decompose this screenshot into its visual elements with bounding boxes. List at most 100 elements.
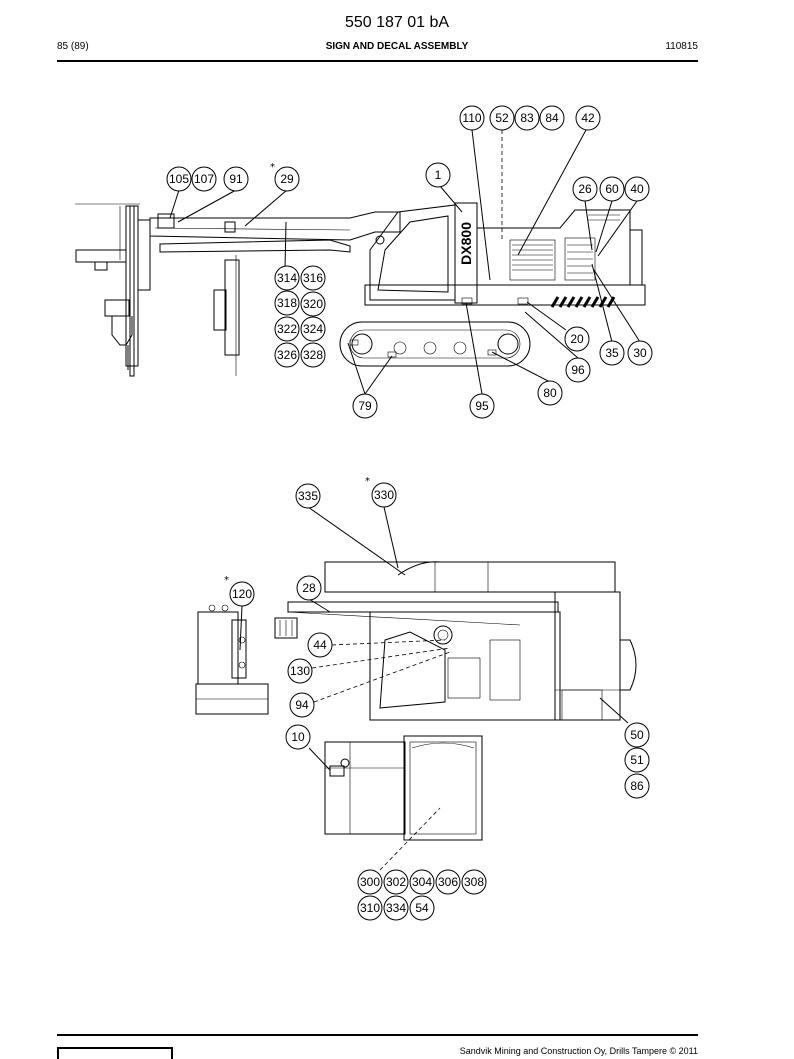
svg-text:328: 328 xyxy=(303,348,323,362)
svg-text:42: 42 xyxy=(581,111,595,125)
callout: 83 xyxy=(514,105,540,131)
rig-plan-view xyxy=(195,561,637,841)
callouts-top: 110 52 83 84 42 1 105 107 91 29 26 60 40… xyxy=(166,105,653,419)
callout: 330 xyxy=(371,482,397,508)
callout: 310 xyxy=(357,895,383,921)
svg-text:84: 84 xyxy=(545,111,559,125)
svg-text:80: 80 xyxy=(543,386,557,400)
callout: 91 xyxy=(223,166,249,192)
svg-text:334: 334 xyxy=(386,901,406,915)
callout: 50 xyxy=(624,722,650,748)
callout: 334 xyxy=(383,895,409,921)
callout: 94 xyxy=(289,692,315,718)
svg-text:326: 326 xyxy=(277,348,297,362)
svg-text:52: 52 xyxy=(495,111,509,125)
svg-text:83: 83 xyxy=(520,111,534,125)
svg-text:310: 310 xyxy=(360,901,380,915)
svg-text:51: 51 xyxy=(630,753,644,767)
footer-copyright: Sandvik Mining and Construction Oy, Dril… xyxy=(459,1046,698,1056)
svg-text:30: 30 xyxy=(633,346,647,360)
callout: 1 xyxy=(425,162,451,188)
callout: 308 xyxy=(461,869,487,895)
callout: 96 xyxy=(565,357,591,383)
callout: 29 xyxy=(274,166,300,192)
svg-text:105: 105 xyxy=(169,172,189,186)
callout: 326 xyxy=(274,342,300,368)
callout: 42 xyxy=(575,105,601,131)
callout: 300 xyxy=(357,869,383,895)
callout: 44 xyxy=(307,632,333,658)
svg-text:316: 316 xyxy=(303,271,323,285)
callout: 84 xyxy=(539,105,565,131)
page-number: 85 (89) xyxy=(57,41,89,52)
callout: 105 xyxy=(166,166,192,192)
svg-text:107: 107 xyxy=(194,172,214,186)
callout: 316 xyxy=(300,265,326,291)
star-marker: * xyxy=(365,476,370,487)
svg-text:54: 54 xyxy=(415,901,429,915)
callout: 328 xyxy=(300,342,326,368)
callout: 20 xyxy=(564,326,590,352)
callout: 130 xyxy=(287,658,313,684)
cab-model-label: DX800 xyxy=(458,222,474,265)
callout: 120 xyxy=(229,581,255,607)
callout: 35 xyxy=(599,340,625,366)
svg-text:86: 86 xyxy=(630,779,644,793)
callout: 52 xyxy=(489,105,515,131)
star-marker: * xyxy=(224,575,229,586)
callout: 318 xyxy=(274,290,300,316)
svg-text:322: 322 xyxy=(277,322,297,336)
rig-side-view: DX800 xyxy=(75,202,646,377)
svg-text:324: 324 xyxy=(303,322,323,336)
svg-text:44: 44 xyxy=(313,638,327,652)
document-date: 110815 xyxy=(665,41,698,52)
callout: 335 xyxy=(295,483,321,509)
callout: 28 xyxy=(296,575,322,601)
callout: 10 xyxy=(285,724,311,750)
callout: 320 xyxy=(300,291,326,317)
svg-text:120: 120 xyxy=(232,587,252,601)
callout: 40 xyxy=(624,176,650,202)
header-rule xyxy=(57,60,698,62)
svg-text:302: 302 xyxy=(386,875,406,889)
callout: 51 xyxy=(624,747,650,773)
svg-text:91: 91 xyxy=(229,172,243,186)
callout: 86 xyxy=(624,773,650,799)
callout: 110 xyxy=(459,105,485,131)
svg-text:60: 60 xyxy=(605,182,619,196)
callout: 30 xyxy=(627,340,653,366)
leaders-top xyxy=(169,129,641,395)
svg-text:79: 79 xyxy=(358,399,372,413)
svg-text:95: 95 xyxy=(475,399,489,413)
svg-text:1: 1 xyxy=(435,168,442,182)
star-marker: * xyxy=(270,162,275,173)
svg-text:308: 308 xyxy=(464,875,484,889)
callout: 54 xyxy=(409,895,435,921)
leaders-bottom xyxy=(239,506,629,871)
svg-text:306: 306 xyxy=(438,875,458,889)
svg-text:96: 96 xyxy=(571,363,585,377)
footer-rule xyxy=(57,1034,698,1036)
callout: 95 xyxy=(469,393,495,419)
callout: 26 xyxy=(572,176,598,202)
callouts-bottom: 335 330 120 28 44 130 94 10 50 51 86 300… xyxy=(229,482,650,921)
callout: 324 xyxy=(300,316,326,342)
svg-text:29: 29 xyxy=(280,172,294,186)
svg-text:300: 300 xyxy=(360,875,380,889)
svg-text:35: 35 xyxy=(605,346,619,360)
svg-text:130: 130 xyxy=(290,664,310,678)
svg-text:94: 94 xyxy=(295,698,309,712)
svg-text:20: 20 xyxy=(570,332,584,346)
callout: 60 xyxy=(599,176,625,202)
svg-text:318: 318 xyxy=(277,296,297,310)
svg-text:304: 304 xyxy=(412,875,432,889)
svg-text:26: 26 xyxy=(578,182,592,196)
svg-text:320: 320 xyxy=(303,297,323,311)
callout: 304 xyxy=(409,869,435,895)
document-number: 550 187 01 bA xyxy=(344,14,450,31)
callout: 80 xyxy=(537,380,563,406)
svg-text:335: 335 xyxy=(298,489,318,503)
callout: 314 xyxy=(274,265,300,291)
callout: 306 xyxy=(435,869,461,895)
